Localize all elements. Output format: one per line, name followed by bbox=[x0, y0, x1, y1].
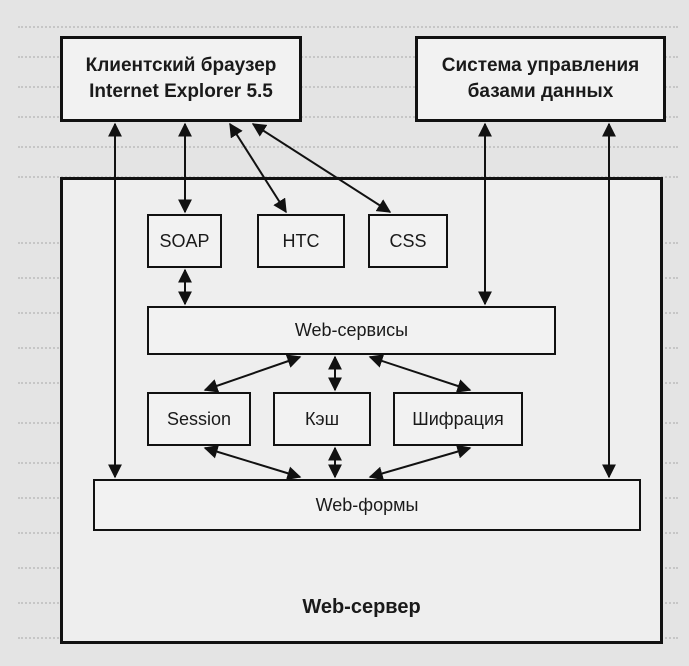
cache-box: Кэш bbox=[273, 392, 371, 446]
session-box: Session bbox=[147, 392, 251, 446]
web-services-label: Web-сервисы bbox=[294, 320, 409, 340]
arrow-webservices-encryption bbox=[368, 354, 472, 393]
soap-box: SOAP bbox=[147, 214, 222, 268]
web-forms-label: Web-формы bbox=[315, 494, 419, 515]
dbms-box: Система управления базами данных bbox=[415, 36, 666, 122]
encryption-box: Шифрация bbox=[393, 392, 523, 446]
arrow-encryption-webforms bbox=[368, 444, 472, 481]
client-browser-line2: Internet Explorer 5.5 bbox=[89, 81, 273, 102]
arrow-webservices-session bbox=[203, 354, 302, 393]
arrow-client-css bbox=[251, 123, 392, 213]
client-browser-line1: Клиентский браузер bbox=[85, 55, 277, 76]
arrow-session-webforms bbox=[203, 444, 302, 481]
cache-label: Кэш bbox=[304, 408, 340, 429]
web-forms-box: Web-формы bbox=[93, 479, 641, 531]
encryption-label: Шифрация bbox=[412, 408, 504, 429]
htc-box: HTC bbox=[257, 214, 345, 268]
css-label: CSS bbox=[389, 230, 427, 251]
arrow-client-htc bbox=[229, 122, 287, 214]
web-services-box: Web-сервисы bbox=[147, 306, 556, 355]
web-server-label: Web-сервер bbox=[302, 596, 421, 618]
htc-label: HTC bbox=[282, 230, 320, 251]
dbms-line1: Система управления bbox=[441, 55, 640, 76]
css-box: CSS bbox=[368, 214, 448, 268]
session-label: Session bbox=[166, 408, 232, 429]
client-browser-box: Клиентский браузер Internet Explorer 5.5 bbox=[60, 36, 302, 122]
soap-label: SOAP bbox=[159, 230, 210, 251]
dbms-line2: базами данных bbox=[467, 81, 614, 102]
